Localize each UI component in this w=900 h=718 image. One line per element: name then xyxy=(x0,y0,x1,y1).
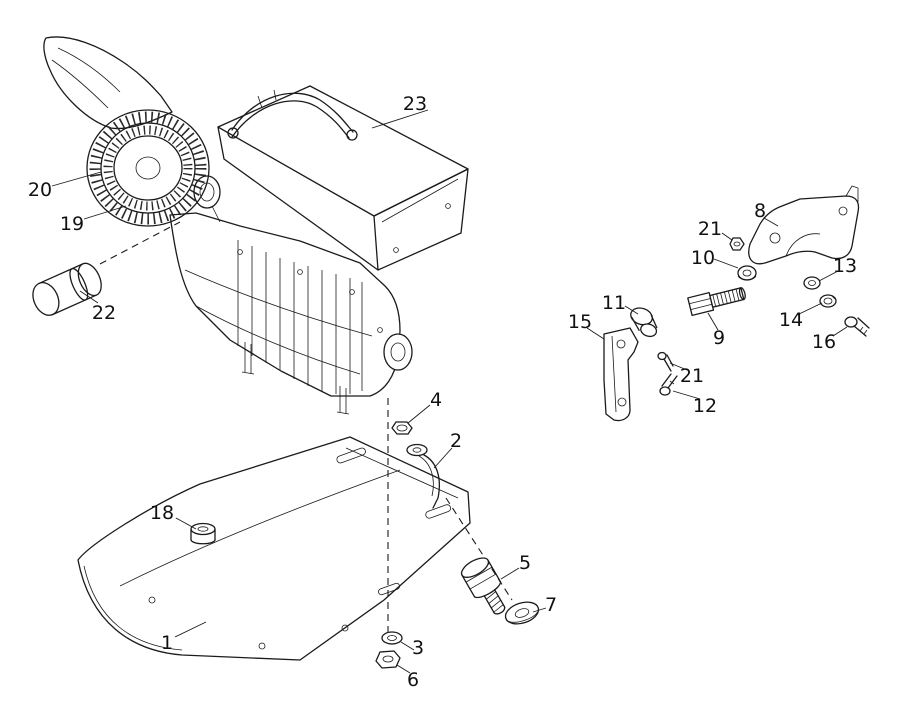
callout-label-8: 8 xyxy=(754,200,766,222)
lock-washer xyxy=(819,294,837,308)
callout-label-13: 13 xyxy=(833,255,857,277)
fuel-hose xyxy=(227,89,358,141)
washer-3 xyxy=(381,631,403,645)
crankcase xyxy=(169,212,401,397)
callout-label-4: 4 xyxy=(430,389,442,411)
callout-label-12: 12 xyxy=(693,395,717,417)
screw-12 xyxy=(659,373,678,396)
callout-label-20: 20 xyxy=(28,179,52,201)
skid-plate xyxy=(77,436,471,661)
cup-washer xyxy=(504,601,540,625)
callout-label-15: 15 xyxy=(568,311,592,333)
bolt-16 xyxy=(844,316,870,337)
flange-nut xyxy=(737,265,757,281)
callout-label-11: 11 xyxy=(602,292,626,314)
strap-bracket xyxy=(603,327,639,422)
callout-label-23: 23 xyxy=(403,93,427,115)
support-bracket xyxy=(748,185,860,265)
exhaust-coupler xyxy=(32,262,102,316)
rubber-mount xyxy=(460,557,506,615)
callout-label-21b: 21 xyxy=(680,365,704,387)
callout-label-2: 2 xyxy=(450,430,462,452)
engine-assembly xyxy=(32,36,469,415)
alignment-lines xyxy=(99,221,513,632)
grommet xyxy=(190,522,216,545)
bolt-cap xyxy=(630,307,658,338)
bracket-hardware-group xyxy=(603,185,870,422)
callout-labels: 23 20 19 22 8 21 10 13 11 9 14 16 15 21 … xyxy=(28,93,857,691)
callout-label-18: 18 xyxy=(150,502,174,524)
callout-label-19: 19 xyxy=(60,213,84,235)
screw-21-lower xyxy=(657,351,674,372)
washer-hook-2 xyxy=(406,443,440,509)
nut-6 xyxy=(375,650,401,669)
callout-label-10: 10 xyxy=(691,247,715,269)
callout-label-16: 16 xyxy=(812,331,836,353)
washer-13 xyxy=(803,276,821,290)
engine-mount-studs xyxy=(241,342,350,415)
callout-label-22: 22 xyxy=(92,302,116,324)
callout-label-5: 5 xyxy=(519,552,531,574)
callout-label-9: 9 xyxy=(713,327,725,349)
nut-21-upper xyxy=(729,237,745,251)
callout-label-1: 1 xyxy=(161,632,173,654)
output-hub xyxy=(383,333,413,371)
callout-label-6: 6 xyxy=(407,669,419,691)
carb-ring xyxy=(193,175,221,223)
air-silencer-box xyxy=(217,85,469,271)
callout-label-3: 3 xyxy=(412,637,424,659)
callout-label-7: 7 xyxy=(545,594,557,616)
skid-plate-group xyxy=(77,421,540,669)
callout-label-14: 14 xyxy=(779,309,803,331)
threaded-stud xyxy=(687,287,746,317)
leader-lines xyxy=(51,109,848,674)
callout-label-21a: 21 xyxy=(698,218,722,240)
recoil-housing-clamps xyxy=(86,109,210,227)
nut-4 xyxy=(391,421,413,435)
